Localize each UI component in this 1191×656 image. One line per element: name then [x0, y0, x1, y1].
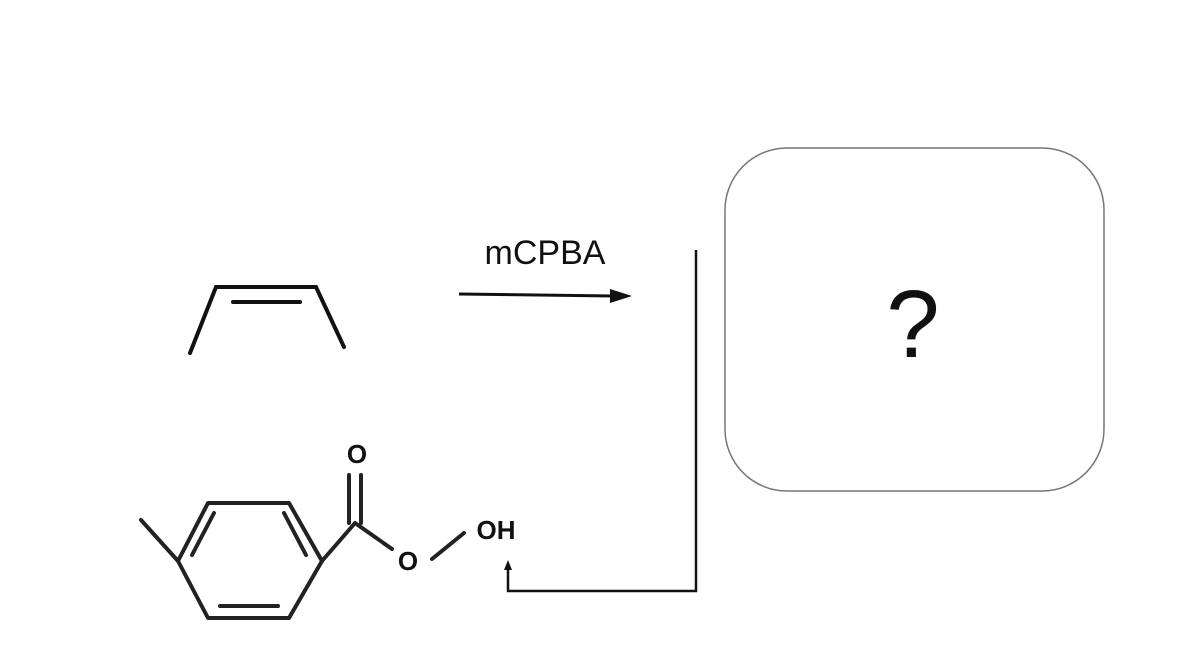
reaction-arrow-shaft: [458, 292, 615, 298]
butene-left-methyl-bond: [188, 285, 218, 355]
hydroxyl-label: OH: [477, 515, 516, 545]
reaction-arrow-head: [610, 289, 632, 303]
ring-to-carbonyl-bond: [320, 521, 357, 563]
reagent-label: mCPBA: [485, 234, 606, 272]
carbonyl-oxygen-label: O: [347, 439, 367, 469]
benzene-ring: [176, 501, 324, 620]
ring-methyl-bond: [139, 518, 180, 563]
peroxide-bond: [430, 531, 466, 561]
product-unknown: ?: [886, 271, 939, 378]
bracket-arrow-head: [504, 560, 512, 570]
cis-2-butene-structure: [188, 285, 346, 355]
bracket-line: [506, 250, 698, 593]
carbonyl-to-oxygen-bond: [353, 521, 394, 551]
peroxide-oxygen-label: O: [398, 546, 418, 576]
reaction-arrow: [458, 289, 632, 303]
peracid-structure: [139, 473, 466, 620]
butene-right-methyl-bond: [314, 285, 346, 349]
product-box: [724, 147, 1105, 492]
bracket-connector: [504, 250, 698, 593]
ring-inner-bond-right: [282, 511, 308, 557]
ring-inner-bond-left: [190, 511, 216, 557]
